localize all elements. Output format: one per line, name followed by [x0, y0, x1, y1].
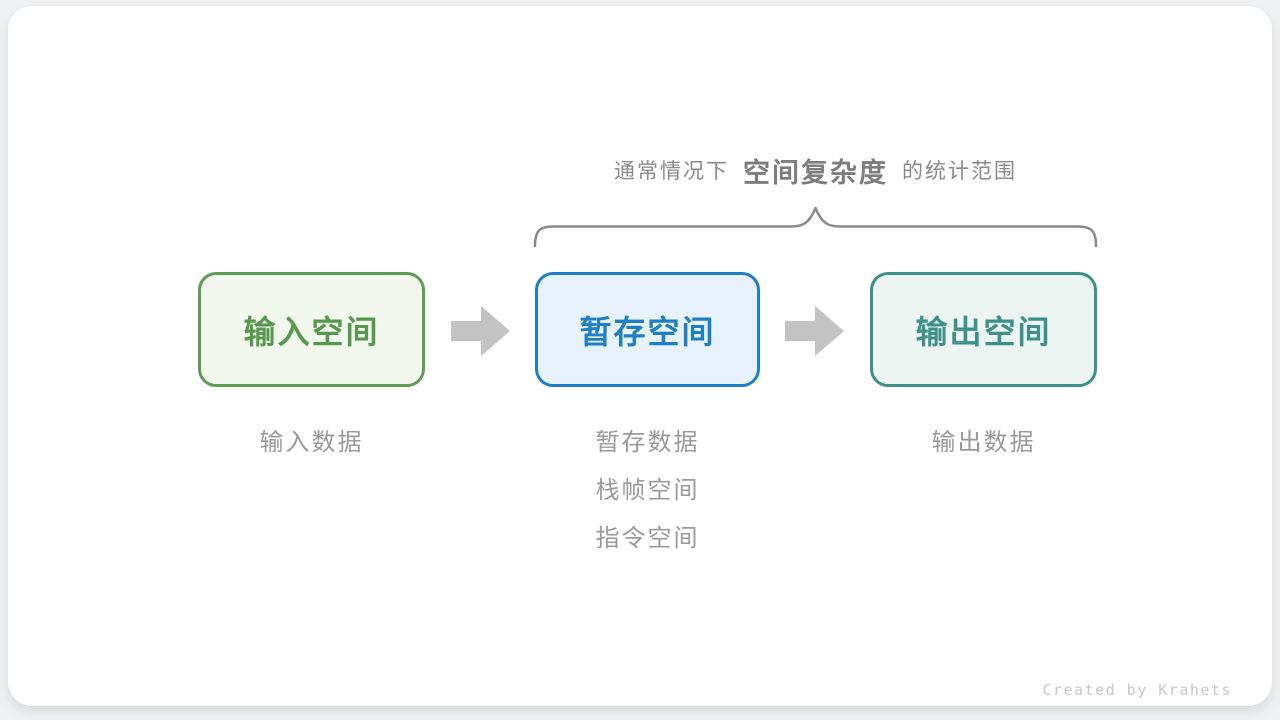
input-space-sublabels: 输入数据 — [198, 426, 425, 474]
sublabel-output-data: 输出数据 — [931, 429, 1036, 456]
output-space-sublabels: 输出数据 — [870, 426, 1097, 474]
box-output-space-label: 输出空间 — [915, 313, 1052, 350]
diagram-card: 通常情况下 空间复杂度 的统计范围 输入空间 暂存空间 输出空间 输入数据 暂存… — [8, 6, 1272, 706]
sublabel-input-data: 输入数据 — [259, 429, 364, 456]
caption-prefix: 通常情况下 — [614, 160, 729, 183]
buffer-space-sublabels: 暂存数据 栈帧空间 指令空间 — [535, 426, 760, 570]
sublabel-buffer-data: 暂存数据 — [595, 429, 700, 456]
right-arrow-icon — [785, 306, 844, 356]
curly-brace-icon — [533, 206, 1098, 248]
credit-text: Created by Krahets — [1042, 681, 1232, 699]
box-buffer-space-label: 暂存空间 — [579, 313, 716, 350]
space-complexity-term: 空间复杂度 — [743, 157, 888, 188]
box-output-space: 输出空间 — [870, 272, 1097, 387]
scope-caption: 通常情况下 空间复杂度 的统计范围 — [533, 148, 1098, 192]
box-input-space: 输入空间 — [198, 272, 425, 387]
box-buffer-space: 暂存空间 — [535, 272, 760, 387]
box-input-space-label: 输入空间 — [243, 313, 380, 350]
right-arrow-icon — [451, 306, 510, 356]
caption-suffix: 的统计范围 — [902, 160, 1017, 183]
sublabel-stack-frame-space: 栈帧空间 — [595, 477, 700, 504]
sublabel-instruction-space: 指令空间 — [595, 525, 700, 552]
